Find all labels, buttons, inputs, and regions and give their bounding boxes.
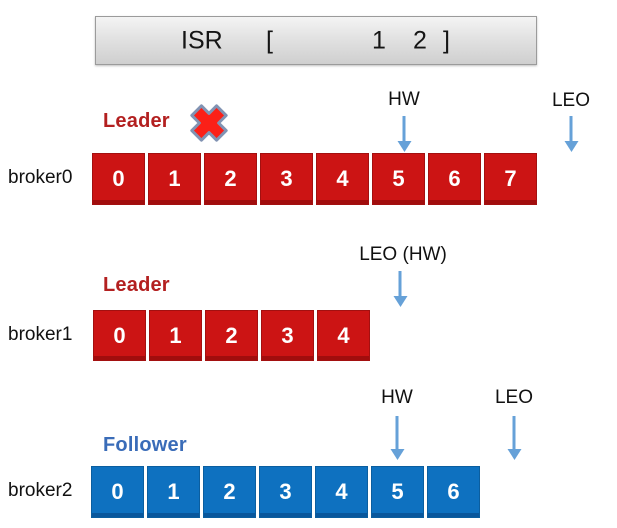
isr-set-box: ISR [ 1 2 ] — [95, 16, 537, 65]
broker1-leo-hw-label: LEO (HW) — [359, 244, 447, 265]
log-cell: 2 — [203, 466, 256, 518]
log-cell: 7 — [484, 153, 537, 205]
broker2-hw-down-arrow-icon — [390, 416, 405, 460]
broker2-hw-label: HW — [381, 387, 413, 408]
log-cell: 2 — [204, 153, 257, 205]
broker0-role-label: Leader — [103, 110, 170, 132]
log-cell: 6 — [427, 466, 480, 518]
broker1-name-label: broker1 — [8, 324, 73, 345]
broker1-leo-hw-down-arrow-icon — [393, 271, 408, 307]
broker0-log-segments: 0 1 2 3 4 5 6 7 — [92, 153, 537, 205]
broker2-name-label: broker2 — [8, 480, 73, 501]
broker0-hw-label: HW — [388, 89, 420, 110]
log-cell: 1 — [148, 153, 201, 205]
log-cell: 4 — [317, 310, 370, 361]
broker2-leo-down-arrow-icon — [507, 416, 522, 460]
isr-bracket-close: ] — [443, 26, 450, 54]
broker2-role-label: Follower — [103, 434, 187, 456]
isr-bracket-open: [ — [266, 26, 273, 54]
broker1-log-segments: 0 1 2 3 4 — [93, 310, 370, 361]
log-cell: 4 — [316, 153, 369, 205]
broker0-leo-label: LEO — [551, 90, 591, 111]
broker0-leo-down-arrow-icon — [564, 116, 579, 152]
log-cell: 0 — [92, 153, 145, 205]
log-cell: 3 — [259, 466, 312, 518]
log-cell: 0 — [93, 310, 146, 361]
log-cell: 3 — [260, 153, 313, 205]
isr-member: 2 — [413, 26, 427, 54]
isr-label: ISR — [181, 26, 223, 54]
log-cell: 2 — [205, 310, 258, 361]
broker0-hw-down-arrow-icon — [397, 116, 412, 152]
isr-member: 1 — [372, 26, 386, 54]
log-cell: 5 — [371, 466, 424, 518]
log-cell: 4 — [315, 466, 368, 518]
broker2-log-segments: 0 1 2 3 4 5 6 — [91, 466, 480, 518]
log-cell: 3 — [261, 310, 314, 361]
log-cell: 0 — [91, 466, 144, 518]
broker2-leo-label: LEO — [494, 387, 534, 408]
failed-leader-x-icon — [190, 104, 228, 142]
broker1-role-label: Leader — [103, 274, 170, 296]
log-cell: 1 — [147, 466, 200, 518]
broker0-name-label: broker0 — [8, 167, 73, 188]
log-cell: 6 — [428, 153, 481, 205]
log-cell: 5 — [372, 153, 425, 205]
log-cell: 1 — [149, 310, 202, 361]
